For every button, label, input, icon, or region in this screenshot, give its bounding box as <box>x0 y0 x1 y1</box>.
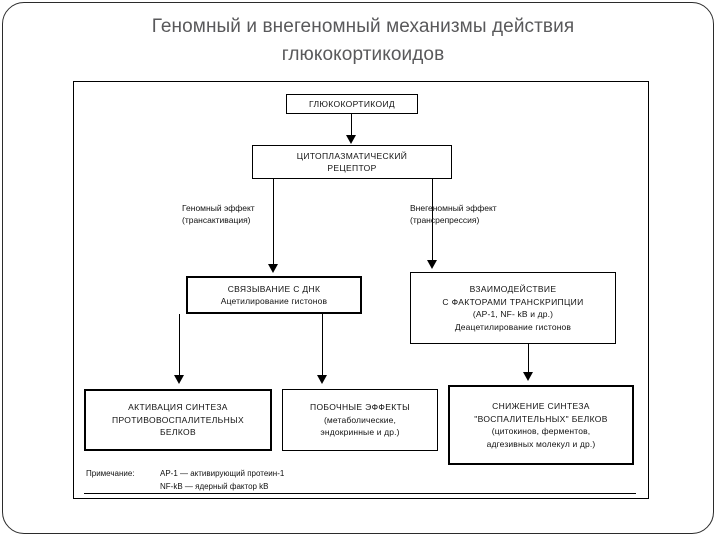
node-side-effects-line-1: ПОБОЧНЫЕ ЭФФЕКТЫ <box>310 402 410 413</box>
page-title: Геномный и внегеномный механизмы действи… <box>63 13 663 69</box>
footnote-line-1: AP-1 — активирующий протеин-1 <box>160 469 285 478</box>
page-title-line-1: Геномный и внегеномный механизмы действи… <box>151 16 575 37</box>
node-transcription-factors-line-1: ВЗАИМОДЕЙСТВИЕ <box>469 284 557 294</box>
node-transcription-factors-line-2: С ФАКТОРАМИ ТРАНСКРИПЦИИ <box>442 296 584 307</box>
footnote-row-1: Примечание: AP-1 — активирующий протеин-1 <box>86 467 284 480</box>
node-anti-inflammatory-synthesis-line-3: БЕЛКОВ <box>159 427 197 438</box>
connector-transcription-factors-to-decreased-synthesis <box>528 344 529 374</box>
node-anti-inflammatory-synthesis: АКТИВАЦИЯ СИНТЕЗА ПРОТИВОВОСПАЛИТЕЛЬНЫХ … <box>84 389 272 451</box>
node-side-effects-line-2: (метаболические, <box>323 414 397 425</box>
node-transcription-factors: ВЗАИМОДЕЙСТВИЕ С ФАКТОРАМИ ТРАНСКРИПЦИИ … <box>410 272 616 344</box>
footnote-row-2: NF-kB — ядерный фактор kB <box>86 480 284 493</box>
slide-frame: Геномный и внегеномный механизмы действи… <box>2 2 714 534</box>
footnote-line-2: NF-kB — ядерный фактор kB <box>160 482 269 491</box>
node-dna-binding: СВЯЗЫВАНИЕ С ДНК Ацетилирование гистонов <box>186 276 362 314</box>
node-transcription-factors-line-3: (AP-1, NF- kB и др.) <box>472 309 554 319</box>
connector-dna-binding-to-side-effects <box>322 314 323 376</box>
footnote-divider <box>84 493 636 494</box>
node-glucocorticoid: ГЛЮКОКОРТИКОИД <box>286 94 418 114</box>
arrowhead-dna-binding-to-side-effects <box>317 375 327 384</box>
node-decreased-inflammatory-synthesis: СНИЖЕНИЕ СИНТЕЗА "ВОСПАЛИТЕЛЬНЫХ" БЕЛКОВ… <box>448 385 634 465</box>
node-anti-inflammatory-synthesis-line-1: АКТИВАЦИЯ СИНТЕЗА <box>128 402 228 413</box>
node-decreased-inflammatory-synthesis-line-4: адгезивных молекул и др.) <box>486 438 596 449</box>
node-dna-binding-line-1: СВЯЗЫВАНИЕ С ДНК <box>227 283 321 294</box>
node-cytoplasmic-receptor: ЦИТОПЛАЗМАТИЧЕСКИЙ РЕЦЕПТОР <box>252 145 452 179</box>
edge-label-genomic-effect-line-1: Геномный эффект <box>182 203 255 213</box>
node-transcription-factors-line-4: Деацетилирование гистонов <box>454 321 572 332</box>
node-decreased-inflammatory-synthesis-line-1: СНИЖЕНИЕ СИНТЕЗА <box>492 401 590 411</box>
arrowhead-glucocorticoid-to-receptor <box>346 135 356 144</box>
connector-glucocorticoid-to-receptor <box>351 114 352 136</box>
node-dna-binding-line-2: Ацетилирование гистонов <box>220 296 328 306</box>
node-anti-inflammatory-synthesis-line-2: ПРОТИВОВОСПАЛИТЕЛЬНЫХ <box>112 414 244 425</box>
page-title-line-2: глюкокортикоидов <box>281 44 445 65</box>
edge-label-nongenomic-effect-line-1: Внегеномный эффект <box>410 203 497 213</box>
arrowhead-transcription-factors-to-decreased-synthesis <box>523 372 533 381</box>
edge-label-nongenomic-effect: Внегеномный эффект (трансрепрессия) <box>410 202 497 226</box>
node-cytoplasmic-receptor-line-2: РЕЦЕПТОР <box>327 163 377 173</box>
arrowhead-dna-binding-to-anti-inflammatory <box>174 375 184 384</box>
arrowhead-receptor-to-dna-binding <box>268 264 278 273</box>
connector-dna-binding-to-anti-inflammatory <box>179 314 180 376</box>
footnote-label: Примечание: <box>86 469 135 478</box>
flowchart-diagram: ГЛЮКОКОРТИКОИД ЦИТОПЛАЗМАТИЧЕСКИЙ РЕЦЕПТ… <box>73 81 649 499</box>
edge-label-genomic-effect: Геномный эффект (трансактивация) <box>182 202 255 226</box>
node-decreased-inflammatory-synthesis-line-3: (цитокинов, ферментов, <box>491 426 591 436</box>
node-decreased-inflammatory-synthesis-line-2: "ВОСПАЛИТЕЛЬНЫХ" БЕЛКОВ <box>474 413 608 424</box>
node-side-effects-line-3: эндокринные и др.) <box>320 427 400 438</box>
connector-receptor-to-transcription-factors <box>432 179 433 261</box>
footnote: Примечание: AP-1 — активирующий протеин-1… <box>86 467 284 493</box>
edge-label-genomic-effect-line-2: (трансактивация) <box>182 215 251 225</box>
arrowhead-receptor-to-transcription-factors <box>427 260 437 269</box>
connector-receptor-to-dna-binding <box>273 179 274 265</box>
node-side-effects: ПОБОЧНЫЕ ЭФФЕКТЫ (метаболические, эндокр… <box>282 389 438 451</box>
node-glucocorticoid-line-1: ГЛЮКОКОРТИКОИД <box>308 98 396 109</box>
edge-label-nongenomic-effect-line-2: (трансрепрессия) <box>410 215 480 225</box>
node-cytoplasmic-receptor-line-1: ЦИТОПЛАЗМАТИЧЕСКИЙ <box>296 150 408 161</box>
